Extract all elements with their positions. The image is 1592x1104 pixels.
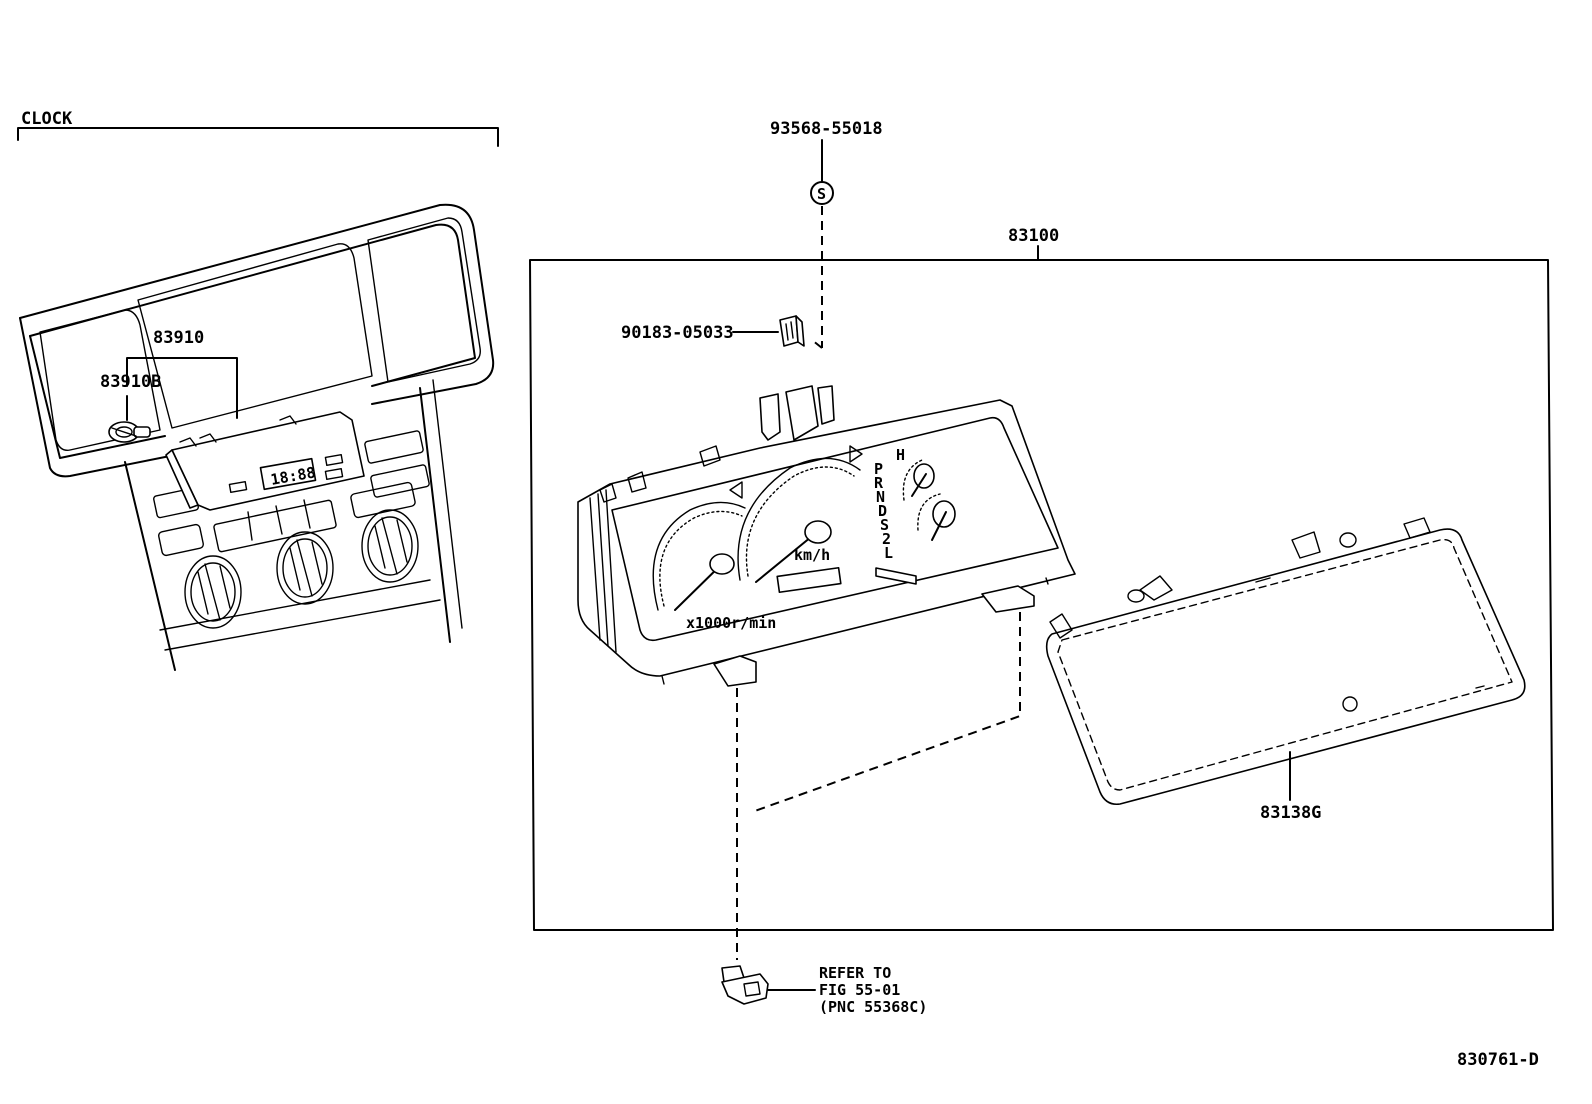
screw-symbol-letter: S [817, 185, 826, 203]
meter-assy-83100: 83100 [529, 226, 1554, 960]
refer-line-2: FIG 55-01 [819, 981, 900, 999]
gear-l: L [884, 544, 893, 562]
label-90183-05033: 90183-05033 [621, 323, 734, 343]
refer-line-3: (PNC 55368C) [819, 998, 927, 1016]
gear-r: R [874, 474, 884, 492]
gear-indicator: P R N D S 2 L [874, 460, 893, 562]
clock-section-bracket [17, 127, 499, 147]
clock-bulb-83910b [108, 421, 151, 443]
label-93568-55018: 93568-55018 [770, 119, 883, 139]
label-83910: 83910 [153, 328, 204, 348]
gear-n: N [876, 488, 885, 506]
screw-callout: 93568-55018 S [770, 119, 883, 349]
climate-knob-left [184, 555, 242, 629]
combination-meter: x1000r/min km/h P R N D S 2 [577, 385, 1076, 687]
label-83100: 83100 [1008, 226, 1059, 246]
fuel-gauge [917, 493, 956, 541]
tachometer-gauge: x1000r/min [652, 501, 776, 632]
temp-h-label: H [896, 446, 905, 464]
clock-section-label: CLOCK [21, 109, 73, 129]
clock-unit-83910: 18:88 [165, 411, 365, 511]
label-83910b: 83910B [100, 372, 161, 392]
meter-glass-83138g [1045, 517, 1526, 806]
figure-id: 830761-D [1457, 1050, 1539, 1070]
speed-unit-label: km/h [794, 546, 830, 564]
climate-knob-center [276, 531, 334, 605]
gear-d: D [878, 502, 887, 520]
climate-knob-right [361, 509, 419, 583]
turn-signal-right-icon [849, 445, 863, 463]
odometer-display [776, 566, 842, 594]
speedometer-gauge: km/h [737, 457, 861, 594]
refer-callout: REFER TO FIG 55-01 (PNC 55368C) [721, 964, 927, 1016]
clip-icon [779, 315, 805, 347]
refer-line-1: REFER TO [819, 964, 891, 982]
trip-knob [875, 567, 917, 585]
connector-clip-icon [721, 965, 769, 1005]
dashboard-bezel [19, 203, 495, 671]
gear-s: S [880, 516, 889, 534]
screw-symbol-icon [810, 181, 834, 205]
temp-gauge: H [896, 446, 935, 501]
meter-assy-frame [529, 259, 1554, 931]
turn-signal-left-icon [729, 481, 743, 499]
leader-glass-connector [751, 612, 1021, 813]
label-83138g: 83138G [1260, 803, 1321, 823]
leader-83910 [126, 357, 238, 419]
gear-p: P [874, 460, 883, 478]
clip-callout: 90183-05033 [621, 315, 805, 347]
clock-section: CLOCK [17, 109, 499, 671]
tach-label: x1000r/min [686, 614, 776, 632]
gear-2: 2 [882, 530, 891, 548]
